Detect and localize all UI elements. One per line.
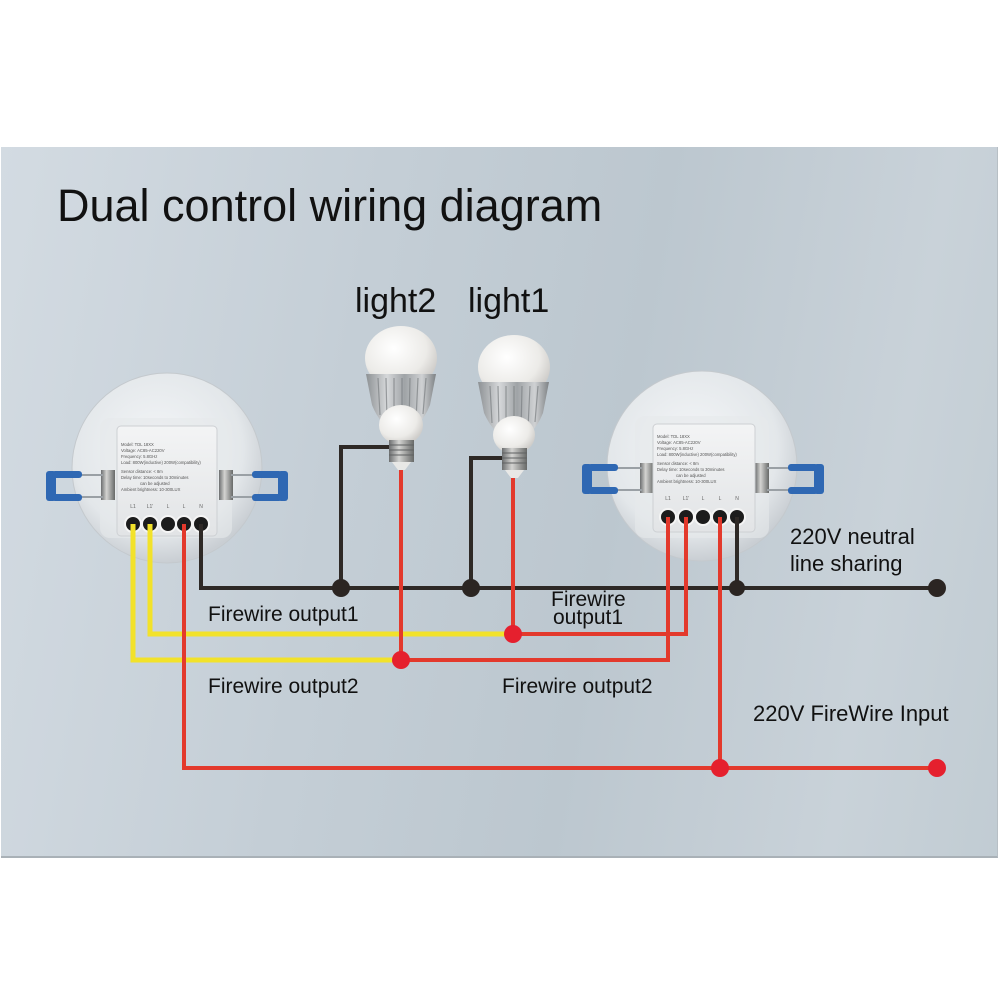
junction-dot [332,579,350,597]
terminal-label: L [702,496,705,502]
junction-dot [729,580,745,596]
switch-spec-line: Sensor distance: < 8m [121,469,163,474]
terminal-label: L1' [147,504,154,510]
terminal-label: L [719,496,722,502]
terminal-label: L1' [683,496,690,502]
right-sensor-switch: Model: TDL 18XX Voltage: AC85-AC220V Fre… [582,370,824,562]
light1-label: light1 [468,282,550,320]
live-input-terminal-dot [928,759,946,777]
left-output1-label: Firewire output1 [208,603,359,626]
terminal-label: N [199,504,203,510]
switch-spec-line: Frequency: 5.8GHz [657,446,693,451]
neutral-terminal-dot [928,579,946,597]
right-output2-wire [401,517,670,662]
left-output1-wire [147,524,513,637]
right-output1-label-line: output1 [553,606,624,629]
right-output1-label-line: Firewire [551,588,626,611]
neutral-main-line [199,524,937,590]
terminal-label: L [167,504,170,510]
left-spring-clip-icon [582,463,654,494]
junction-dot [711,759,729,777]
neutral-label-line: 220V neutral [790,524,915,549]
junction-dot [462,579,480,597]
switch-spec-line: can be adjusted [676,473,706,478]
left-sensor-switch: Model: TDL 18XX Voltage: AC85-AC220V Fre… [46,372,288,564]
switch-spec-line: Load: 800W(inductive) 200W(compatibility… [121,460,201,465]
right-terminal-block [659,508,746,526]
light2-label: light2 [355,282,437,320]
switch-spec-line: Model: TDL 18XX [657,434,690,439]
left-terminal-block [124,515,210,533]
left-live-input-wire [182,524,937,770]
switch-spec-line: Sensor distance: < 8m [657,461,699,466]
left-spring-clip-icon [46,470,115,501]
neutral-label-line: line sharing [790,551,903,576]
bulb-light1-icon [478,335,550,478]
live-wires [182,470,937,770]
right-spring-clip-icon [755,463,824,494]
switch-spec-line: Ambient brightness: 10-300LUX [657,479,717,484]
neutral-light1-wire [469,456,502,588]
switch-spec-line: Voltage: AC85-AC220V [657,440,701,445]
switch-spec-line: Delay time: 10seconds to 30minutes [121,475,189,480]
right-output1-label: Firewire output1 [551,588,626,629]
switch-spec-line: Frequency: 5.8GHz [121,454,157,459]
terminal-label: L1 [130,504,136,510]
junction-dot [392,651,410,669]
terminal-label: L [183,504,186,510]
switch-spec-line: can be adjusted [140,481,170,486]
switch-spec-line: Load: 800W(inductive) 200W(compatibility… [657,452,737,457]
neutral-wires [199,445,937,590]
left-output2-label: Firewire output2 [208,675,359,698]
junction-dot [504,625,522,643]
right-spring-clip-icon [219,470,288,501]
terminal-label: L1 [665,496,671,502]
live-junctions [392,625,946,777]
page-title: Dual control wiring diagram [57,180,603,231]
right-output2-label: Firewire output2 [502,675,653,698]
switch-spec-line: Voltage: AC85-AC220V [121,448,165,453]
switch-spec-line: Ambient brightness: 10-300LUX [121,487,181,492]
neutral-light2-wire [339,445,389,588]
neutral-sharing-label: 220V neutral line sharing [790,523,915,577]
output-wires-yellow [130,524,513,663]
left-output2-wire [130,524,401,663]
firewire-input-label: 220V FireWire Input [753,701,949,726]
switch-spec-line: Delay time: 10seconds to 30minutes [657,467,725,472]
switch-spec-line: Model: TDL 18XX [121,442,154,447]
neutral-junctions [332,579,946,597]
right-output1-wire [513,517,688,636]
terminal-label: N [735,496,739,502]
bulb-light2-icon [365,326,437,470]
